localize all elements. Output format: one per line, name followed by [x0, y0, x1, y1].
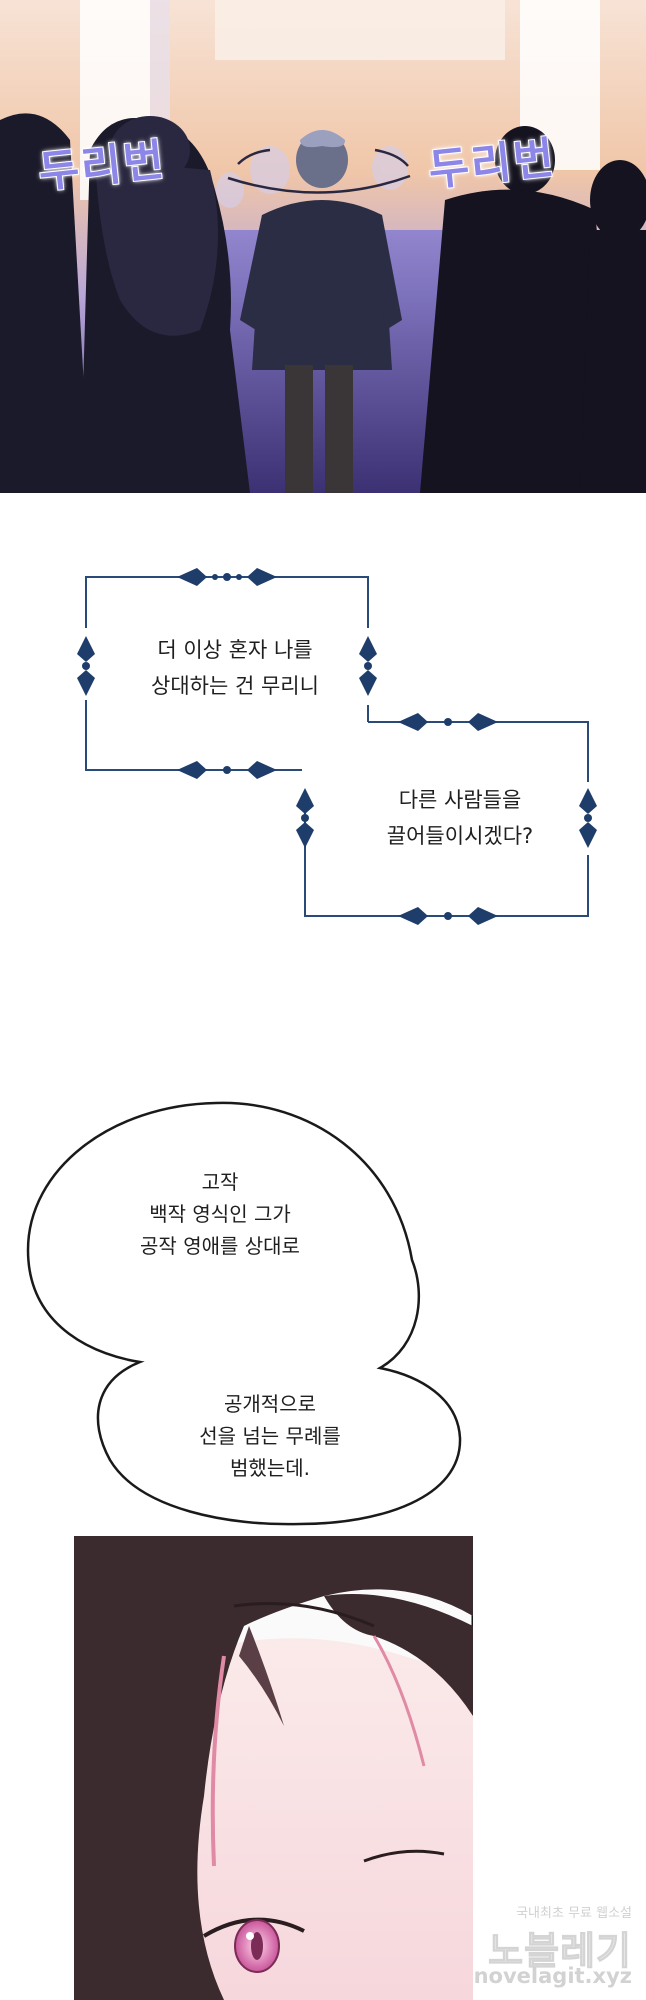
ornament-group	[77, 568, 597, 925]
caption-line: 끌어들이시겠다?	[386, 824, 534, 848]
panel-closeup-woman	[74, 1536, 473, 2000]
bubble-line: 선을 넘는 무례를	[199, 1424, 341, 1448]
speech-bubble-shape	[26, 1101, 462, 1600]
watermark-logo-text: 노블레기	[488, 1929, 632, 1974]
bubble-line: 공개적으로	[224, 1392, 316, 1416]
caption-line: 다른 사람들을	[398, 788, 522, 812]
caption-line: 더 이상 혼자 나를	[157, 638, 313, 662]
eye	[202, 1917, 305, 1973]
speech-bubble-part-2: 공개적으로 선을 넘는 무례를 범했는데.	[150, 1388, 390, 1484]
watermark-tagline: 국내최초 무료 웹소설	[516, 1906, 632, 1921]
crowd-illustration	[0, 0, 646, 493]
watermark-url: novelagit.xyz	[473, 1964, 632, 1988]
caption-box-1: 더 이상 혼자 나를 상대하는 건 무리니	[105, 632, 365, 704]
bubble-line: 범했는데.	[230, 1456, 310, 1480]
caption-line: 상대하는 건 무리니	[151, 674, 319, 698]
caption-box-2: 다른 사람들을 끌어들이시겠다?	[330, 782, 590, 854]
watermark: 국내최초 무료 웹소설 노블레기 novelagit.xyz	[444, 1898, 640, 1992]
bubble-line: 공작 영애를 상대로	[140, 1234, 300, 1258]
bubble-line: 고작	[201, 1170, 239, 1194]
bubble-line: 백작 영식인 그가	[149, 1202, 291, 1226]
woman-closeup-illustration	[74, 1536, 473, 2000]
central-figure	[240, 130, 402, 493]
caption-frames	[77, 568, 597, 925]
panel-crowd-scene: 두리번 두리번	[0, 0, 646, 493]
speech-bubble-part-1: 고작 백작 영식인 그가 공작 영애를 상대로	[100, 1166, 340, 1262]
